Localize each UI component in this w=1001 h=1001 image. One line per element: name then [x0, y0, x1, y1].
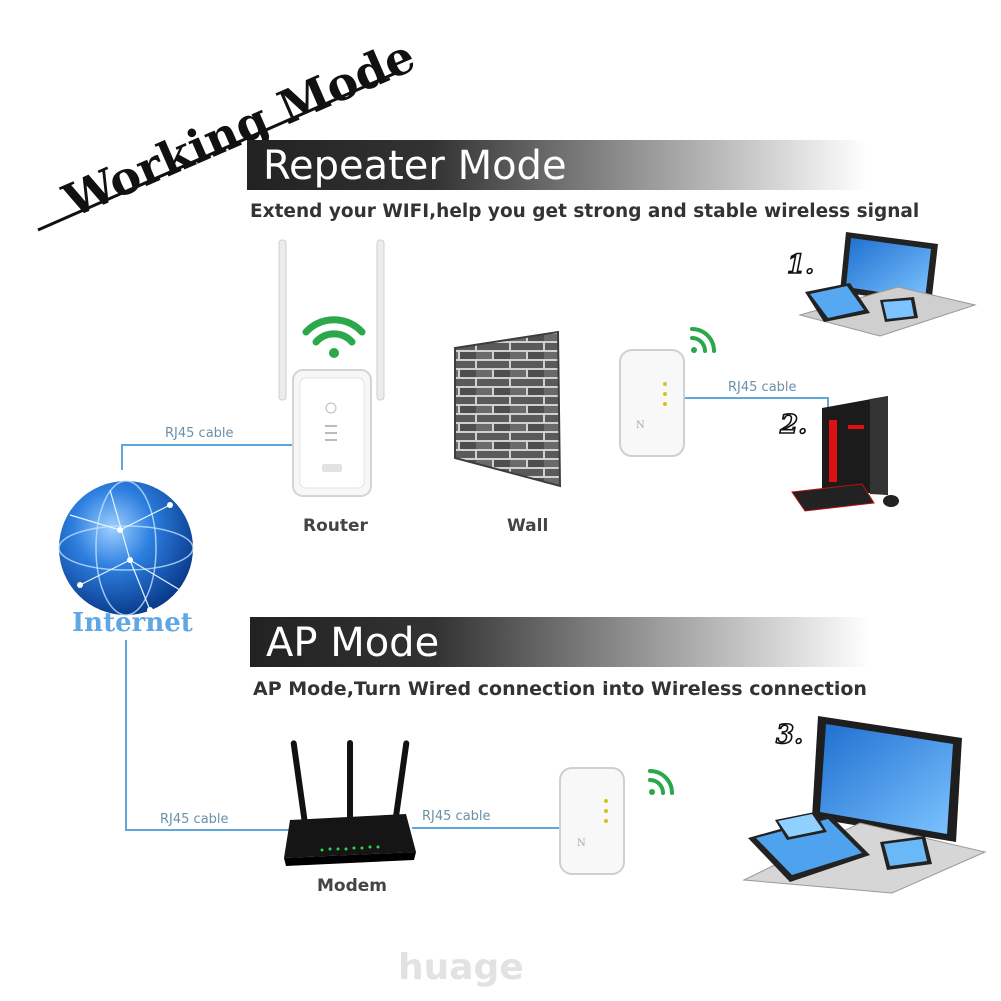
svg-text:N: N [636, 420, 645, 431]
number-2: 2. [779, 409, 808, 441]
ap-extender-wifi-icon [648, 769, 674, 795]
desktop-pc-icon [791, 396, 899, 512]
cable-label-extender: RJ45 cable [422, 809, 491, 824]
router-wifi-icon [302, 316, 366, 358]
repeater-extender-wifi-icon [690, 327, 716, 353]
cable-internet-modem [125, 640, 290, 831]
repeater-mode-banner: Repeater Mode [247, 140, 867, 190]
router-device-icon [278, 239, 385, 497]
ap-mode-banner: AP Mode [250, 617, 870, 667]
cable-label-pc: RJ45 cable [728, 380, 797, 395]
watermark: huage [398, 947, 524, 988]
wall-label: Wall [507, 516, 549, 536]
svg-text:N: N [577, 838, 586, 849]
cable-internet-router [121, 444, 295, 470]
repeater-mode-title: Repeater Mode [263, 143, 567, 189]
cable-label-modem: RJ45 cable [160, 812, 229, 827]
repeater-extender-device-icon: N [619, 349, 685, 457]
number-3: 3. [775, 719, 804, 751]
internet-label: Internet [72, 608, 193, 638]
working-mode-underline [37, 70, 399, 232]
router-label: Router [303, 516, 368, 536]
internet-globe-icon [58, 480, 194, 616]
ap-extender-device-icon: N [559, 767, 625, 875]
modem-device-icon [284, 740, 416, 866]
ap-mode-title: AP Mode [266, 620, 440, 666]
number-1: 1. [786, 249, 815, 281]
laptop-tablet-phone-icon [742, 716, 987, 894]
brick-wall-icon [454, 330, 562, 488]
cable-label-router: RJ45 cable [165, 426, 234, 441]
laptop-devices-icon [798, 232, 977, 337]
modem-label: Modem [317, 876, 388, 896]
ap-mode-subtitle: AP Mode,Turn Wired connection into Wirel… [253, 678, 867, 700]
repeater-mode-subtitle: Extend your WIFI,help you get strong and… [250, 201, 920, 222]
